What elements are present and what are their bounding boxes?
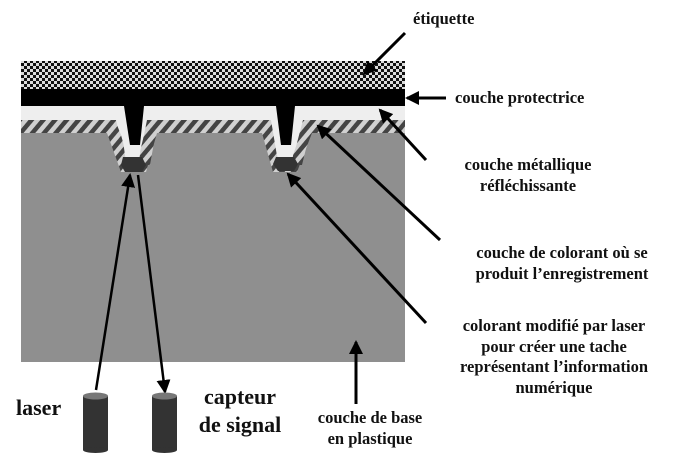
- label-sensor-line2: de signal: [198, 411, 282, 437]
- label-signal-sensor: capteur de signal: [188, 383, 292, 438]
- label-sensor-line1: capteur: [203, 384, 277, 409]
- label-dye-line1: couche de colorant où se: [476, 243, 648, 262]
- metallic-reflective-layer: [21, 106, 405, 160]
- arrow-metal: [378, 108, 428, 162]
- dye-pit-wall-left: [107, 120, 158, 165]
- label-base-line2: en plastique: [327, 428, 413, 448]
- label-metallic-line2: réfléchissante: [479, 175, 577, 195]
- laser-beam: [94, 173, 136, 391]
- signal-sensor-icon: [152, 392, 177, 453]
- label-mark-line1: colorant modifié par laser: [462, 316, 646, 335]
- arrow-mark: [286, 172, 428, 325]
- label-etiquette: étiquette: [413, 9, 475, 28]
- label-metallic-line1: couche métallique: [464, 155, 592, 174]
- arrow-etiquette: [362, 31, 407, 76]
- label-laser: laser: [16, 395, 62, 420]
- written-mark-right: [273, 157, 298, 171]
- dye-pit-wall-right: [262, 120, 313, 165]
- label-mark-line4: numérique: [515, 377, 593, 397]
- label-protective-layer: couche protectrice: [455, 88, 585, 107]
- label-dye-line2: produit l’enregistrement: [475, 263, 649, 283]
- laser-emitter-icon: [83, 392, 108, 453]
- label-base-layer: couche de base en plastique: [310, 408, 430, 449]
- label-metallic-layer: couche métallique réfléchissante: [438, 155, 618, 196]
- written-mark-left: [121, 157, 146, 172]
- base-plastic-layer: [21, 131, 405, 362]
- protective-layer: [21, 89, 405, 145]
- label-mark-line2: pour créer une tache: [481, 336, 627, 356]
- reflected-beam: [136, 174, 171, 394]
- arrow-dye: [316, 124, 442, 242]
- label-layer: [21, 61, 405, 89]
- label-mark-line3: représentant l’information: [459, 357, 649, 377]
- label-dye-layer: couche de colorant où se produit l’enreg…: [448, 243, 676, 284]
- label-base-line1: couche de base: [317, 408, 423, 427]
- label-written-mark: colorant modifié par laser pour créer un…: [432, 316, 676, 399]
